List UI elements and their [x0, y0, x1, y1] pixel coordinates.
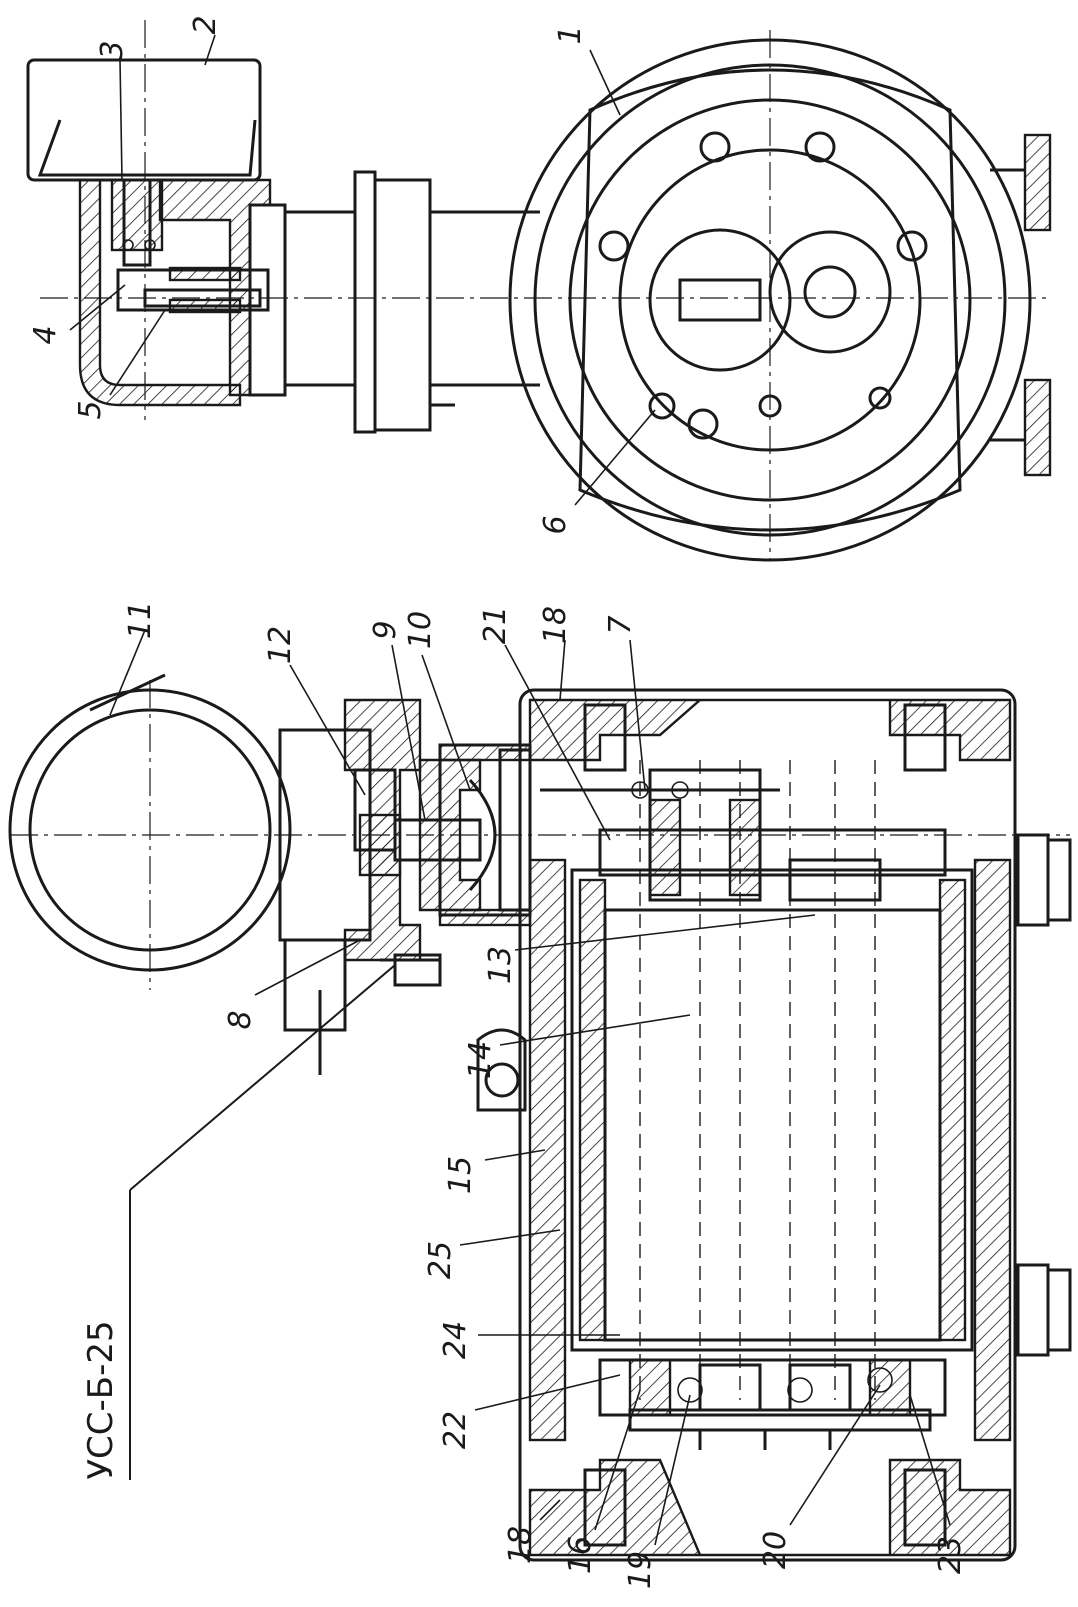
flange-right [373, 178, 432, 432]
liner-part-25 [570, 868, 974, 1352]
callout-24: 24 [438, 1321, 473, 1359]
callout-6: 6 [538, 515, 573, 534]
callout-14: 14 [463, 1041, 498, 1079]
callout-18-top: 18 [538, 606, 573, 644]
leader-lines [69, 34, 951, 1546]
callout-12: 12 [263, 626, 298, 664]
callout-5: 5 [73, 400, 108, 419]
callout-3: 3 [95, 40, 130, 59]
callout-2: 2 [188, 15, 223, 34]
housing-part-15 [518, 688, 1017, 1562]
callout-20: 20 [758, 1531, 793, 1569]
flange-left [353, 170, 377, 434]
callout-13: 13 [483, 946, 518, 984]
top-view [26, 20, 1052, 562]
callout-15: 15 [443, 1156, 478, 1194]
bolt-part-6 [648, 392, 676, 420]
drum-part-14 [603, 908, 942, 1342]
callout-21: 21 [478, 606, 513, 644]
section-view [8, 673, 1072, 1562]
callout-9: 9 [368, 620, 403, 639]
callout-1: 1 [553, 25, 588, 44]
callout-16: 16 [563, 1536, 598, 1574]
callout-7: 7 [603, 615, 638, 634]
callout-4: 4 [28, 325, 63, 344]
shaft-part-3 [110, 178, 164, 252]
drawing-title: УСС-Б-25 [81, 1320, 121, 1479]
callout-25: 25 [423, 1241, 458, 1279]
callout-11: 11 [123, 601, 158, 639]
cap-part-2 [26, 58, 262, 182]
callout-8: 8 [223, 1010, 258, 1029]
callout-18-bottom: 18 [503, 1526, 538, 1564]
callout-22: 22 [438, 1411, 473, 1449]
callout-23: 23 [933, 1536, 968, 1574]
callout-19: 19 [623, 1551, 658, 1589]
callout-10: 10 [403, 611, 438, 649]
callouts: 1 2 3 4 5 6 11 12 9 10 21 18 7 8 13 14 1… [28, 15, 968, 1589]
